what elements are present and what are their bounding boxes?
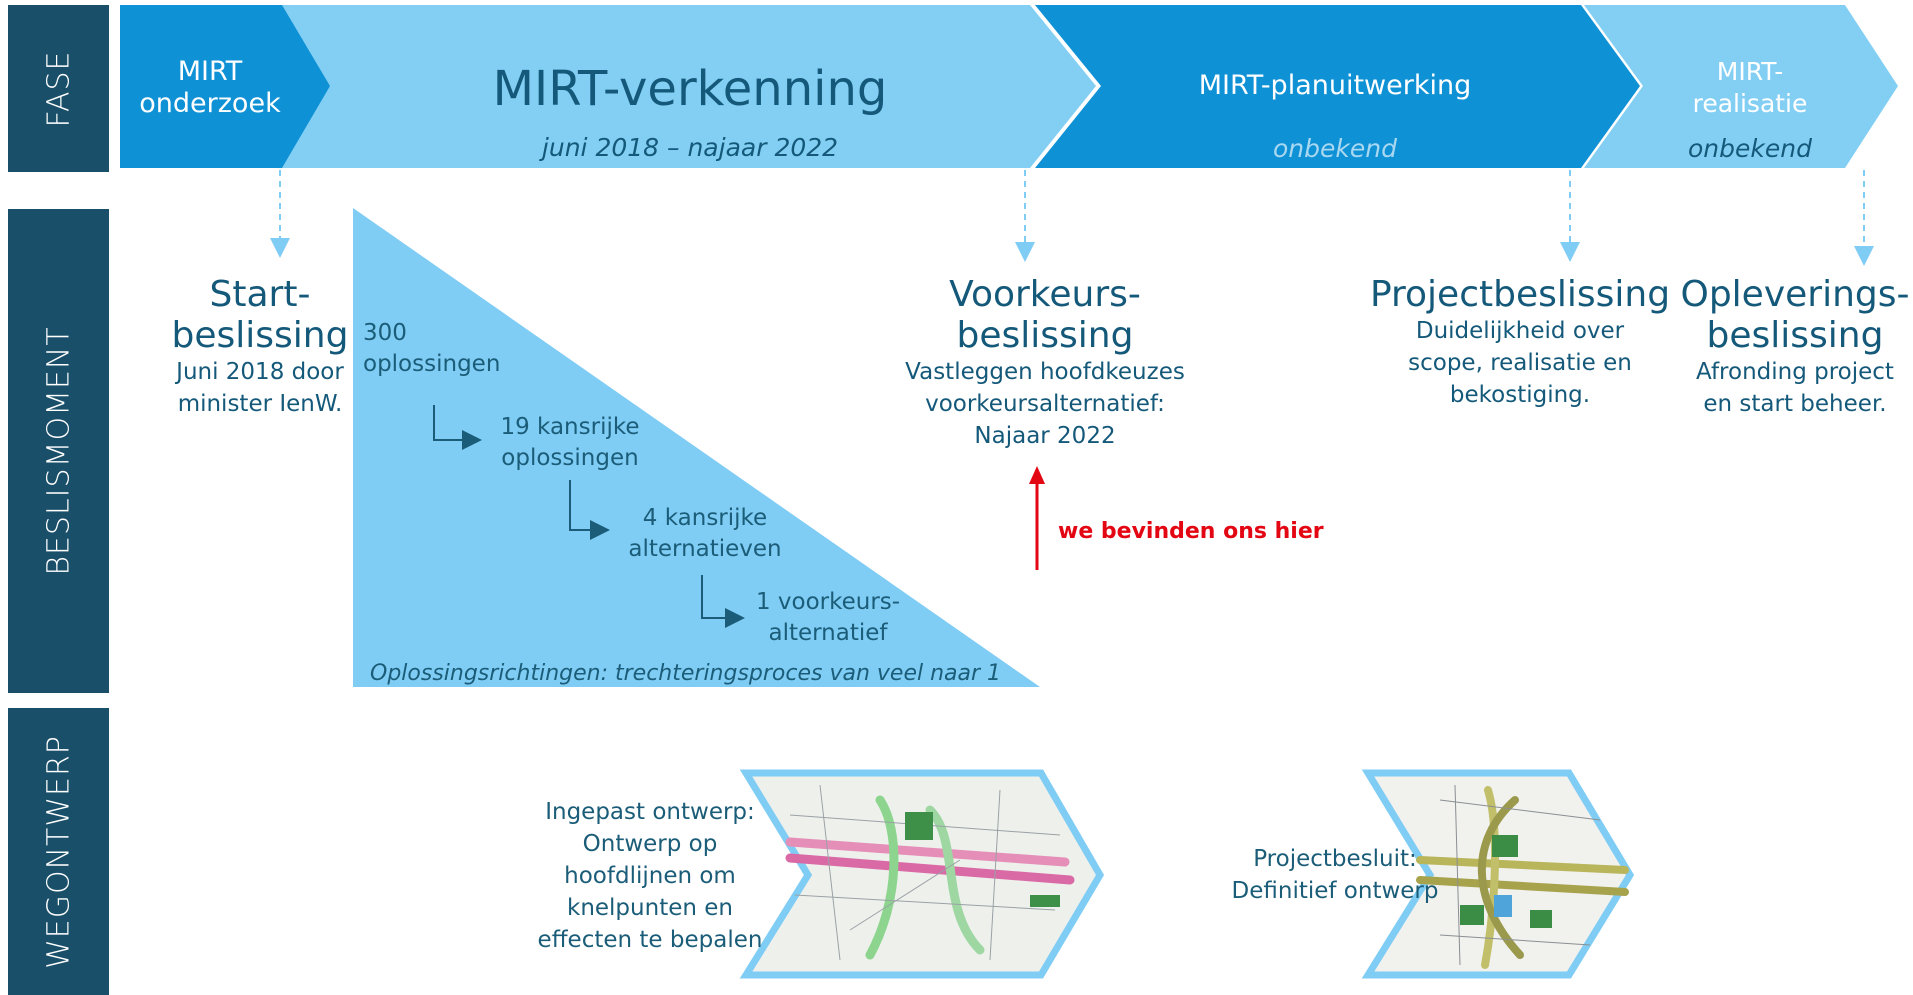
funnel-step-19-line1: 19 kansrijke [500, 414, 640, 440]
funnel-caption: Oplossingsrichtingen: trechteringsproces… [370, 661, 1002, 686]
decision-project-body2: scope, realisatie en [1408, 350, 1632, 376]
decision-start-title1: Start- [209, 274, 311, 315]
funnel-step-4-line1: 4 kansrijke [642, 505, 768, 531]
decision-project-title1: Projectbeslissing [1369, 274, 1671, 315]
decision-oplevering-body1: Afronding project [1696, 359, 1894, 385]
phase-verkenning-period: juni 2018 – najaar 2022 [541, 133, 839, 162]
phase-chevron-realisatie [1584, 5, 1898, 168]
phase-realisatie-period: onbekend [1688, 134, 1812, 163]
sidebar-beslismoment: BESLISMOMENT [8, 209, 109, 693]
design-caption-projectbesluit: Projectbesluit: Definitief ontwerp [1225, 843, 1445, 907]
current-position-arrowhead [1029, 466, 1045, 484]
design-caption-ingepast-line1: Ingepast ontwerp: [545, 799, 755, 825]
phase-chevron-planuitwerking [1035, 5, 1640, 168]
funnel-step-300-line2: oplossingen [363, 351, 501, 377]
decision-project-body1: Duidelijkheid over [1415, 318, 1625, 344]
decision-voorkeur-body3: Najaar 2022 [974, 423, 1116, 449]
funnel-step-1-line1: 1 voorkeurs- [755, 589, 901, 615]
decision-voorkeur-body1: Vastleggen hoofdkeuzes [905, 359, 1185, 385]
decision-projectbeslissing: Projectbeslissing Duidelijkheid over sco… [1365, 274, 1675, 411]
design-image-ingepast [739, 769, 1105, 979]
design-caption-ingepast: Ingepast ontwerp: Ontwerp op hoofdlijnen… [535, 796, 765, 956]
phase-realisatie-line2: realisatie [1692, 89, 1808, 118]
phase-chevron-verkenning [282, 5, 1096, 168]
decision-oplevering-body2: en start beheer. [1703, 391, 1887, 417]
funnel-step-arrow-3 [701, 575, 745, 628]
phase-planuitwerking-title: MIRT-planuitwerking [1198, 70, 1472, 101]
phase-planuitwerking-period: onbekend [1273, 134, 1397, 163]
phase-onderzoek-line2: onderzoek [139, 88, 281, 119]
decision-voorkeur-title2: beslissing [956, 315, 1134, 356]
decision-voorkeursbeslissing: Voorkeurs- beslissing Vastleggen hoofdke… [895, 274, 1195, 452]
design-caption-ingepast-line4: knelpunten en [567, 895, 733, 921]
design-caption-ingepast-line5: effecten te bepalen [537, 927, 763, 953]
phase-verkenning-title: MIRT-verkenning [492, 61, 888, 117]
decision-start-body1: Juni 2018 door [176, 359, 344, 385]
funnel-step-arrow-2 [569, 480, 610, 540]
decision-voorkeur-body2: voorkeursalternatief: [925, 391, 1165, 417]
sidebar-fase: FASE [8, 5, 109, 172]
funnel-step-19-line2: oplossingen [501, 445, 639, 471]
funnel-step-1-line2: alternatief [768, 620, 888, 646]
decision-oplevering-title1: Opleverings- [1680, 274, 1910, 315]
funnel-step-1: 1 voorkeurs- alternatief [748, 587, 908, 649]
design-caption-projectbesluit-line1: Projectbesluit: [1253, 846, 1417, 872]
design-caption-ingepast-line3: hoofdlijnen om [564, 863, 736, 889]
design-image-projectbesluit [1361, 769, 1635, 979]
phase-onderzoek-label: MIRT onderzoek [125, 56, 295, 120]
funnel-step-4-line2: alternatieven [628, 536, 782, 562]
phase-realisatie-label: MIRT- realisatie [1630, 56, 1870, 120]
design-caption-projectbesluit-line2: Definitief ontwerp [1231, 878, 1439, 904]
funnel-step-arrow-1 [433, 405, 482, 450]
sidebar-wegontwerp: WEGONTWERP [8, 708, 109, 995]
phase-onderzoek-line1: MIRT [177, 56, 243, 87]
current-position-label: we bevinden ons hier [1058, 519, 1324, 544]
funnel-step-19: 19 kansrijke oplossingen [480, 412, 660, 474]
decision-start-body2: minister IenW. [177, 391, 343, 417]
funnel-step-4: 4 kansrijke alternatieven [605, 503, 805, 565]
phase-chevron-onderzoek [120, 5, 340, 168]
decision-oplevering-title2: beslissing [1706, 315, 1884, 356]
funnel-step-300: 300 oplossingen [363, 318, 500, 380]
decision-opleveringsbeslissing: Opleverings- beslissing Afronding projec… [1675, 274, 1913, 420]
decision-voorkeur-title1: Voorkeurs- [949, 274, 1141, 315]
decision-startbeslissing: Start- beslissing Juni 2018 door ministe… [140, 274, 380, 420]
decision-project-body3: bekostiging. [1449, 382, 1591, 408]
funnel-step-300-line1: 300 [363, 320, 407, 346]
design-caption-ingepast-line2: Ontwerp op [582, 831, 718, 857]
decision-start-title2: beslissing [171, 315, 349, 356]
phase-realisatie-line1: MIRT- [1716, 57, 1784, 86]
funnel-triangle [353, 208, 1040, 687]
